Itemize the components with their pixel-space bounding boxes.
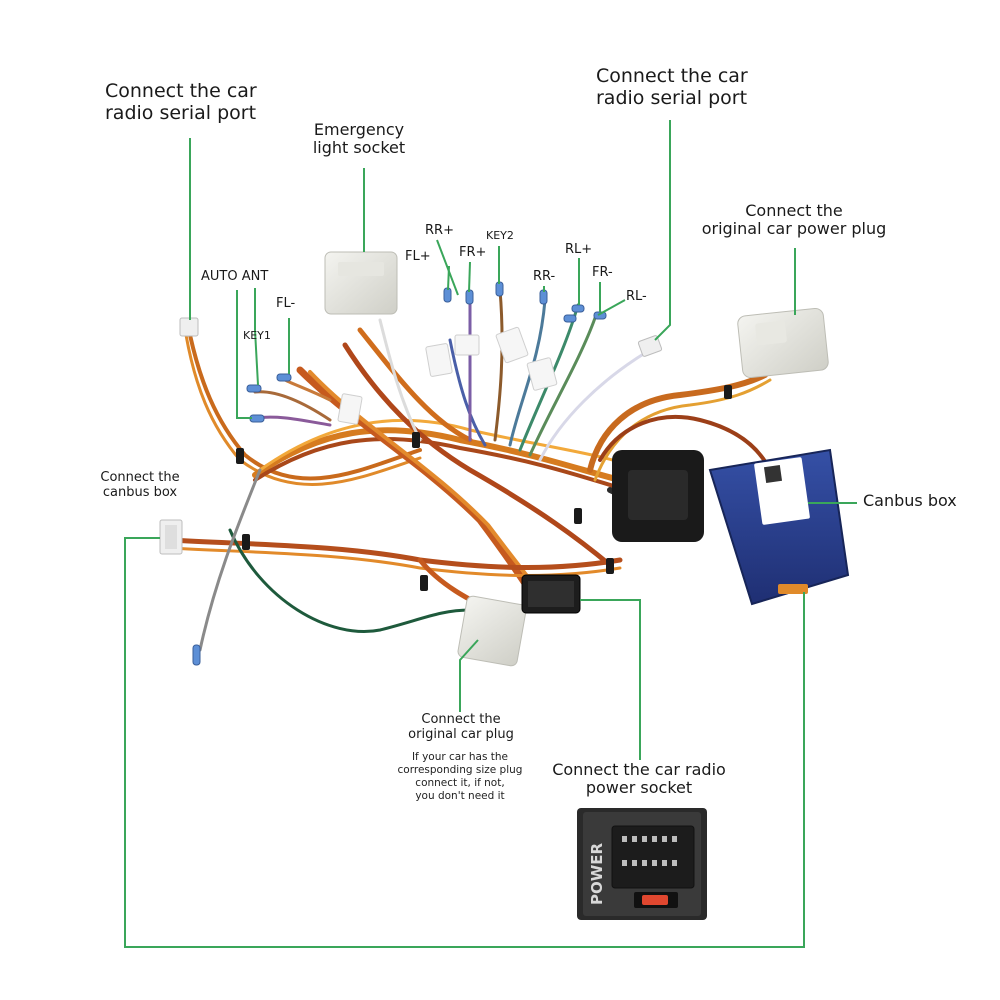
cable-ties	[236, 385, 732, 591]
label-original-power-plug: Connect the original car power plug	[701, 201, 887, 239]
label-key2: KEY2	[486, 229, 514, 242]
label-fl-minus: FL-	[276, 296, 296, 311]
label-radio-serial-port-left: Connect the car radio serial port	[105, 80, 257, 124]
emergency-light-plug	[324, 251, 398, 315]
label-auto-ant: AUTO ANT	[201, 269, 269, 284]
label-fr-plus: FR+	[459, 245, 487, 260]
canbus-connector-left	[159, 519, 183, 555]
original-car-plug	[457, 595, 527, 667]
power-socket-photo: POWER	[577, 808, 707, 920]
label-rr-minus: RR-	[533, 269, 556, 284]
label-emergency-light-socket: Emergency light socket	[312, 120, 406, 158]
label-canbus-box: Canbus box	[863, 491, 957, 510]
original-power-plug	[737, 307, 829, 379]
note-original-car-plug: If your car has the corresponding size p…	[397, 751, 523, 803]
label-rl-plus: RL+	[565, 242, 593, 257]
power-socket-text: POWER	[588, 842, 606, 905]
label-fr-minus: FR-	[592, 265, 613, 280]
label-rr-plus: RR+	[425, 223, 454, 238]
label-original-car-plug: Connect the original car plug	[408, 712, 514, 742]
serial-connector-right	[637, 335, 663, 357]
label-connect-canbus-box: Connect the canbus box	[100, 470, 180, 500]
wire-tags	[337, 326, 558, 425]
label-fl-plus: FL+	[405, 249, 431, 264]
leader-lines	[124, 120, 857, 948]
canbus-box	[708, 448, 850, 606]
label-radio-power-socket: Connect the car radio power socket	[552, 760, 726, 798]
label-rl-minus: RL-	[626, 289, 647, 304]
speaker-terminals	[192, 281, 607, 666]
serial-connector-left	[179, 317, 199, 337]
black-module	[612, 450, 704, 542]
radio-power-connector	[521, 574, 581, 614]
label-key1: KEY1	[243, 329, 271, 342]
label-radio-serial-port-right: Connect the car radio serial port	[596, 65, 748, 109]
